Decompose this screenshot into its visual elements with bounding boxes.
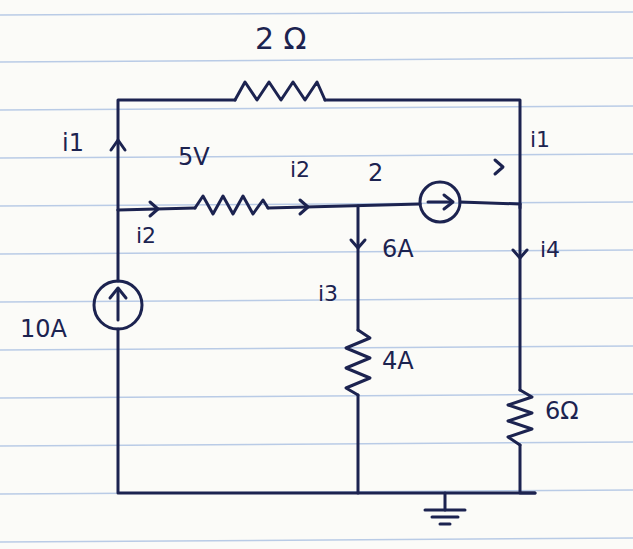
circuit-label: 5V <box>178 144 210 170</box>
middle-wire <box>268 204 420 208</box>
circuit-label: 10A <box>20 316 67 342</box>
source-arrow <box>117 290 120 320</box>
current-arrow <box>300 200 308 214</box>
branch-wire <box>357 395 360 493</box>
circuit-label: 2 <box>368 160 383 186</box>
resistor-symbol <box>235 82 325 100</box>
ruled-line <box>0 346 633 350</box>
ruled-line <box>0 394 633 398</box>
circuit-label: 6A <box>382 236 414 262</box>
current-arrow <box>495 160 503 174</box>
current-source-symbol <box>94 281 142 329</box>
ruled-line <box>0 538 633 542</box>
right-wire <box>519 204 522 390</box>
top-wire <box>118 100 235 210</box>
source-arrow <box>428 201 452 204</box>
right-wire <box>520 445 535 493</box>
current-arrow <box>351 240 365 248</box>
ruled-line <box>0 58 633 62</box>
circuit-label: i4 <box>540 238 560 262</box>
circuit-label: 6Ω <box>545 398 579 424</box>
circuit-label: i1 <box>530 128 550 152</box>
circuit-label: i2 <box>136 224 156 248</box>
left-wire <box>118 329 535 493</box>
ruled-line <box>0 12 633 15</box>
circuit-label: i3 <box>318 282 338 306</box>
resistor-symbol <box>346 330 370 395</box>
ruled-line <box>0 106 633 110</box>
circuit-label: 2 Ω <box>255 22 307 55</box>
circuit-label: i2 <box>290 158 310 182</box>
current-arrow <box>111 140 125 150</box>
resistor-symbol <box>508 390 532 445</box>
paper-lines <box>0 12 633 542</box>
source-arrow <box>444 195 453 209</box>
ground-symbol <box>425 493 465 524</box>
source-arrow <box>110 288 126 298</box>
circuit-label: i1 <box>62 130 84 156</box>
current-arrow <box>513 250 527 258</box>
ruled-line <box>0 250 633 254</box>
resistor-symbol <box>195 196 268 214</box>
circuit-label: 4A <box>382 348 414 374</box>
branch-wire <box>357 206 360 330</box>
ruled-line <box>0 154 633 158</box>
ruled-line <box>0 442 633 446</box>
current-arrow <box>150 202 158 216</box>
left-wire <box>117 210 120 281</box>
middle-wire <box>460 202 520 204</box>
current-source-symbol <box>420 182 460 222</box>
